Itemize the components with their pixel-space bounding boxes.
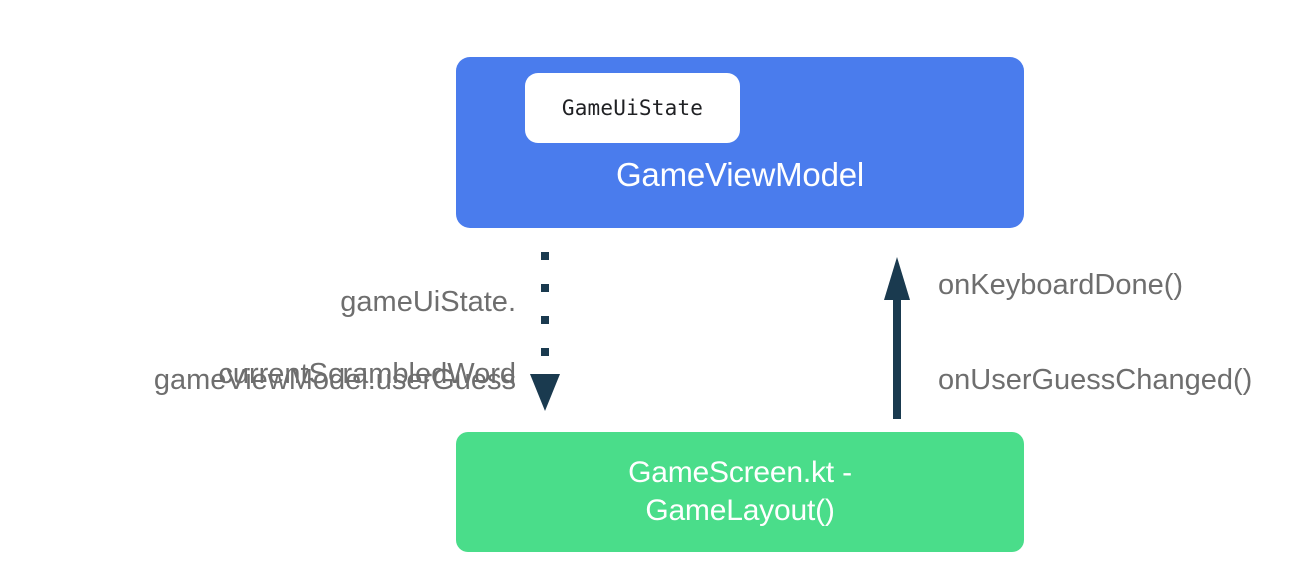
node-gamescreen[interactable]: GameScreen.kt - GameLayout() xyxy=(456,432,1024,552)
gameuistate-label: GameUiState xyxy=(561,96,704,120)
event-label-onuserguesschanged: onUserGuessChanged() xyxy=(938,364,1253,396)
event-label-onkeyboarddone: onKeyboardDone() xyxy=(938,269,1184,301)
state-label-gameuistate: gameUiState. currentScrambledWord xyxy=(116,248,516,392)
gameuistate-pill[interactable]: GameUiState xyxy=(525,73,740,143)
event-flow-up-arrow-icon xyxy=(884,257,910,419)
gamescreen-title: GameScreen.kt - GameLayout() xyxy=(628,454,852,530)
state-flow-down-arrow-icon xyxy=(530,252,560,411)
gamescreen-title-line-2: GameLayout() xyxy=(645,494,835,527)
state-label-line-2: currentScrambledWord xyxy=(218,358,516,390)
gameviewmodel-title: GameViewModel xyxy=(615,156,865,193)
state-label-line-1: gameUiState. xyxy=(340,286,516,318)
node-gameviewmodel[interactable]: GameUiState GameViewModel xyxy=(456,57,1024,228)
state-label-userguess: gameViewModel.userGuess xyxy=(153,364,516,396)
gamescreen-title-line-1: GameScreen.kt - xyxy=(628,456,852,489)
